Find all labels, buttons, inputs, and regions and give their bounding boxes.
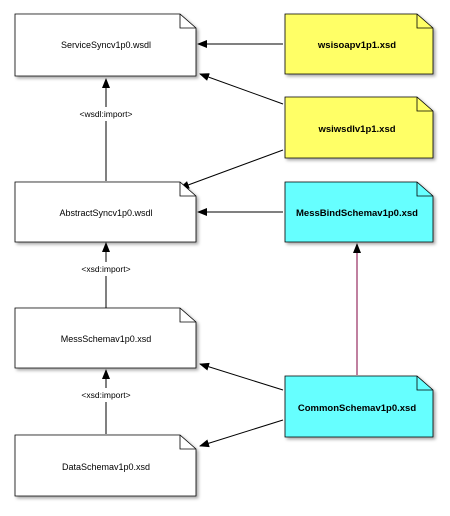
edge-common-to-messschema	[199, 362, 284, 391]
doc-mess-schemav1p0	[14, 307, 197, 369]
doc-abstract-syncv1p0-label: AbstractSyncv1p0.wsdl	[59, 208, 152, 218]
doc-abstract-syncv1p0	[14, 181, 197, 243]
edge-label-wsdl-import: <wsdl:import>	[80, 109, 133, 119]
edge-labels: <wsdl:import> <xsd:import> <xsd:import>	[74, 107, 138, 402]
doc-service-syncv1p0	[14, 13, 197, 77]
doc-mess-bind-schemav1p0	[284, 181, 434, 243]
edge-label-xsd-import-lower: <xsd:import>	[81, 390, 130, 400]
doc-data-schemav1p0-label: DataSchemav1p0.xsd	[62, 462, 150, 472]
doc-common-schemav1p0-label: CommonSchemav1p0.xsd	[298, 403, 416, 414]
doc-mess-bind-schemav1p0-label: MessBindSchemav1p0.xsd	[296, 208, 418, 219]
doc-data-schemav1p0	[14, 434, 197, 497]
edge-common-to-dataschema	[199, 419, 284, 448]
doc-wsisoapv1p1-label: wsisoapv1p1.xsd	[317, 40, 396, 51]
edge-wsiwsdl-to-service	[199, 73, 284, 105]
doc-common-schemav1p0	[284, 375, 434, 438]
edge-label-xsd-import-upper: <xsd:import>	[81, 264, 130, 274]
doc-service-syncv1p0-label: ServiceSyncv1p0.wsdl	[61, 40, 151, 50]
doc-wsiwsdlv1p1-label: wsiwsdlv1p1.xsd	[317, 124, 395, 135]
doc-wsiwsdlv1p1	[284, 96, 434, 159]
doc-wsisoapv1p1	[284, 13, 434, 75]
edge-wsiwsdl-to-abstract	[179, 149, 284, 189]
doc-mess-schemav1p0-label: MessSchemav1p0.xsd	[61, 334, 152, 344]
